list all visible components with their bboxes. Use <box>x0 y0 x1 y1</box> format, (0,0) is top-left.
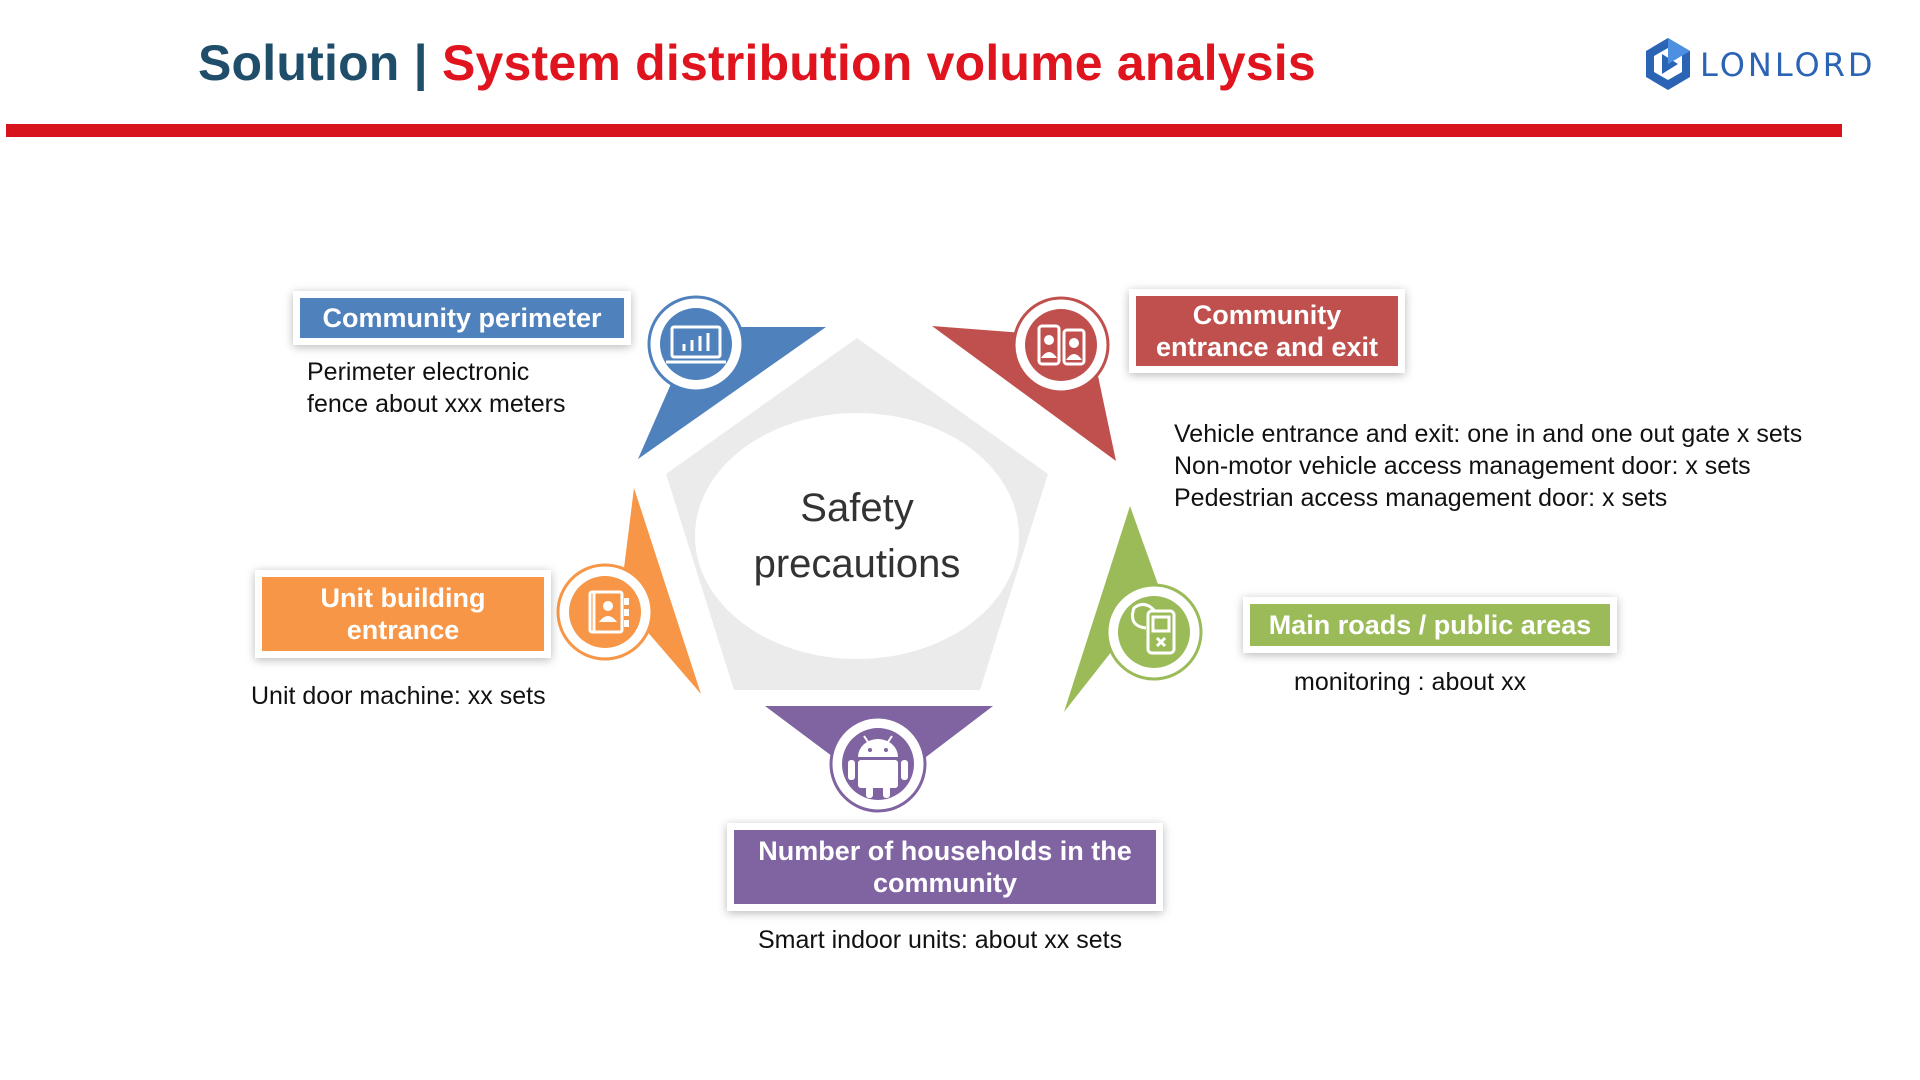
entrance-desc-line-2: Non-motor vehicle access management door… <box>1174 452 1751 480</box>
entrance-label: Community entrance and exit <box>1136 296 1398 366</box>
center-line-2: precautions <box>753 542 961 586</box>
handheld-device-icon <box>1131 603 1176 655</box>
entrance-desc: Vehicle entrance and exit: one in and on… <box>1174 418 1802 514</box>
title-main: System distribution volume analysis <box>441 35 1316 91</box>
households-label: Number of households in the community <box>734 830 1156 904</box>
id-cards-icon <box>1037 324 1086 366</box>
entrance-label-line-2: entrance and exit <box>1155 332 1379 362</box>
center-ellipse <box>695 413 1019 659</box>
entrance-label-line-1: Community <box>1192 300 1342 330</box>
entrance-icon-bg <box>1025 309 1097 381</box>
title-prefix: Solution <box>198 35 400 91</box>
perimeter-desc: Perimeter electronic fence about xxx met… <box>307 356 565 420</box>
unit-building-triangle <box>620 488 701 694</box>
entrance-desc-line-3: Pedestrian access management door: x set… <box>1174 484 1668 512</box>
perimeter-desc-line-2: fence about xxx meters <box>307 390 566 418</box>
households-label-line-1: Number of households in the <box>758 836 1132 866</box>
perimeter-desc-line-1: Perimeter electronic <box>307 358 530 386</box>
title-separator: | <box>413 35 428 91</box>
perimeter-label: Community perimeter <box>300 298 624 338</box>
logo-text: LONLORD <box>1700 46 1876 84</box>
unit-building-icon-bg <box>569 576 641 648</box>
households-label-line-2: community <box>872 868 1018 898</box>
unit-building-label-line-1: Unit building <box>320 583 486 613</box>
roads-label: Main roads / public areas <box>1250 604 1610 646</box>
households-desc: Smart indoor units: about xx sets <box>758 926 1123 954</box>
monitor-chart-icon <box>666 325 726 364</box>
android-icon <box>848 735 908 798</box>
roads-desc: monitoring : about xx <box>1294 668 1527 696</box>
unit-building-desc: Unit door machine: xx sets <box>251 682 546 710</box>
unit-building-label-line-2: entrance <box>346 615 460 645</box>
center-title: Safety precautions <box>700 480 1014 592</box>
header-divider <box>6 124 1842 137</box>
unit-building-label: Unit building entrance <box>262 577 544 651</box>
logo-hexagon-icon <box>1646 38 1690 90</box>
page-title: Solution | System distribution volume an… <box>198 34 1316 92</box>
entrance-desc-line-1: Vehicle entrance and exit: one in and on… <box>1174 420 1803 448</box>
center-line-1: Safety <box>800 486 914 530</box>
lonlord-logo: LONLORD <box>1640 36 1886 92</box>
roads-label-text: Main roads / public areas <box>1268 610 1592 640</box>
perimeter-label-text: Community perimeter <box>322 303 602 333</box>
contact-book-icon <box>588 590 629 634</box>
